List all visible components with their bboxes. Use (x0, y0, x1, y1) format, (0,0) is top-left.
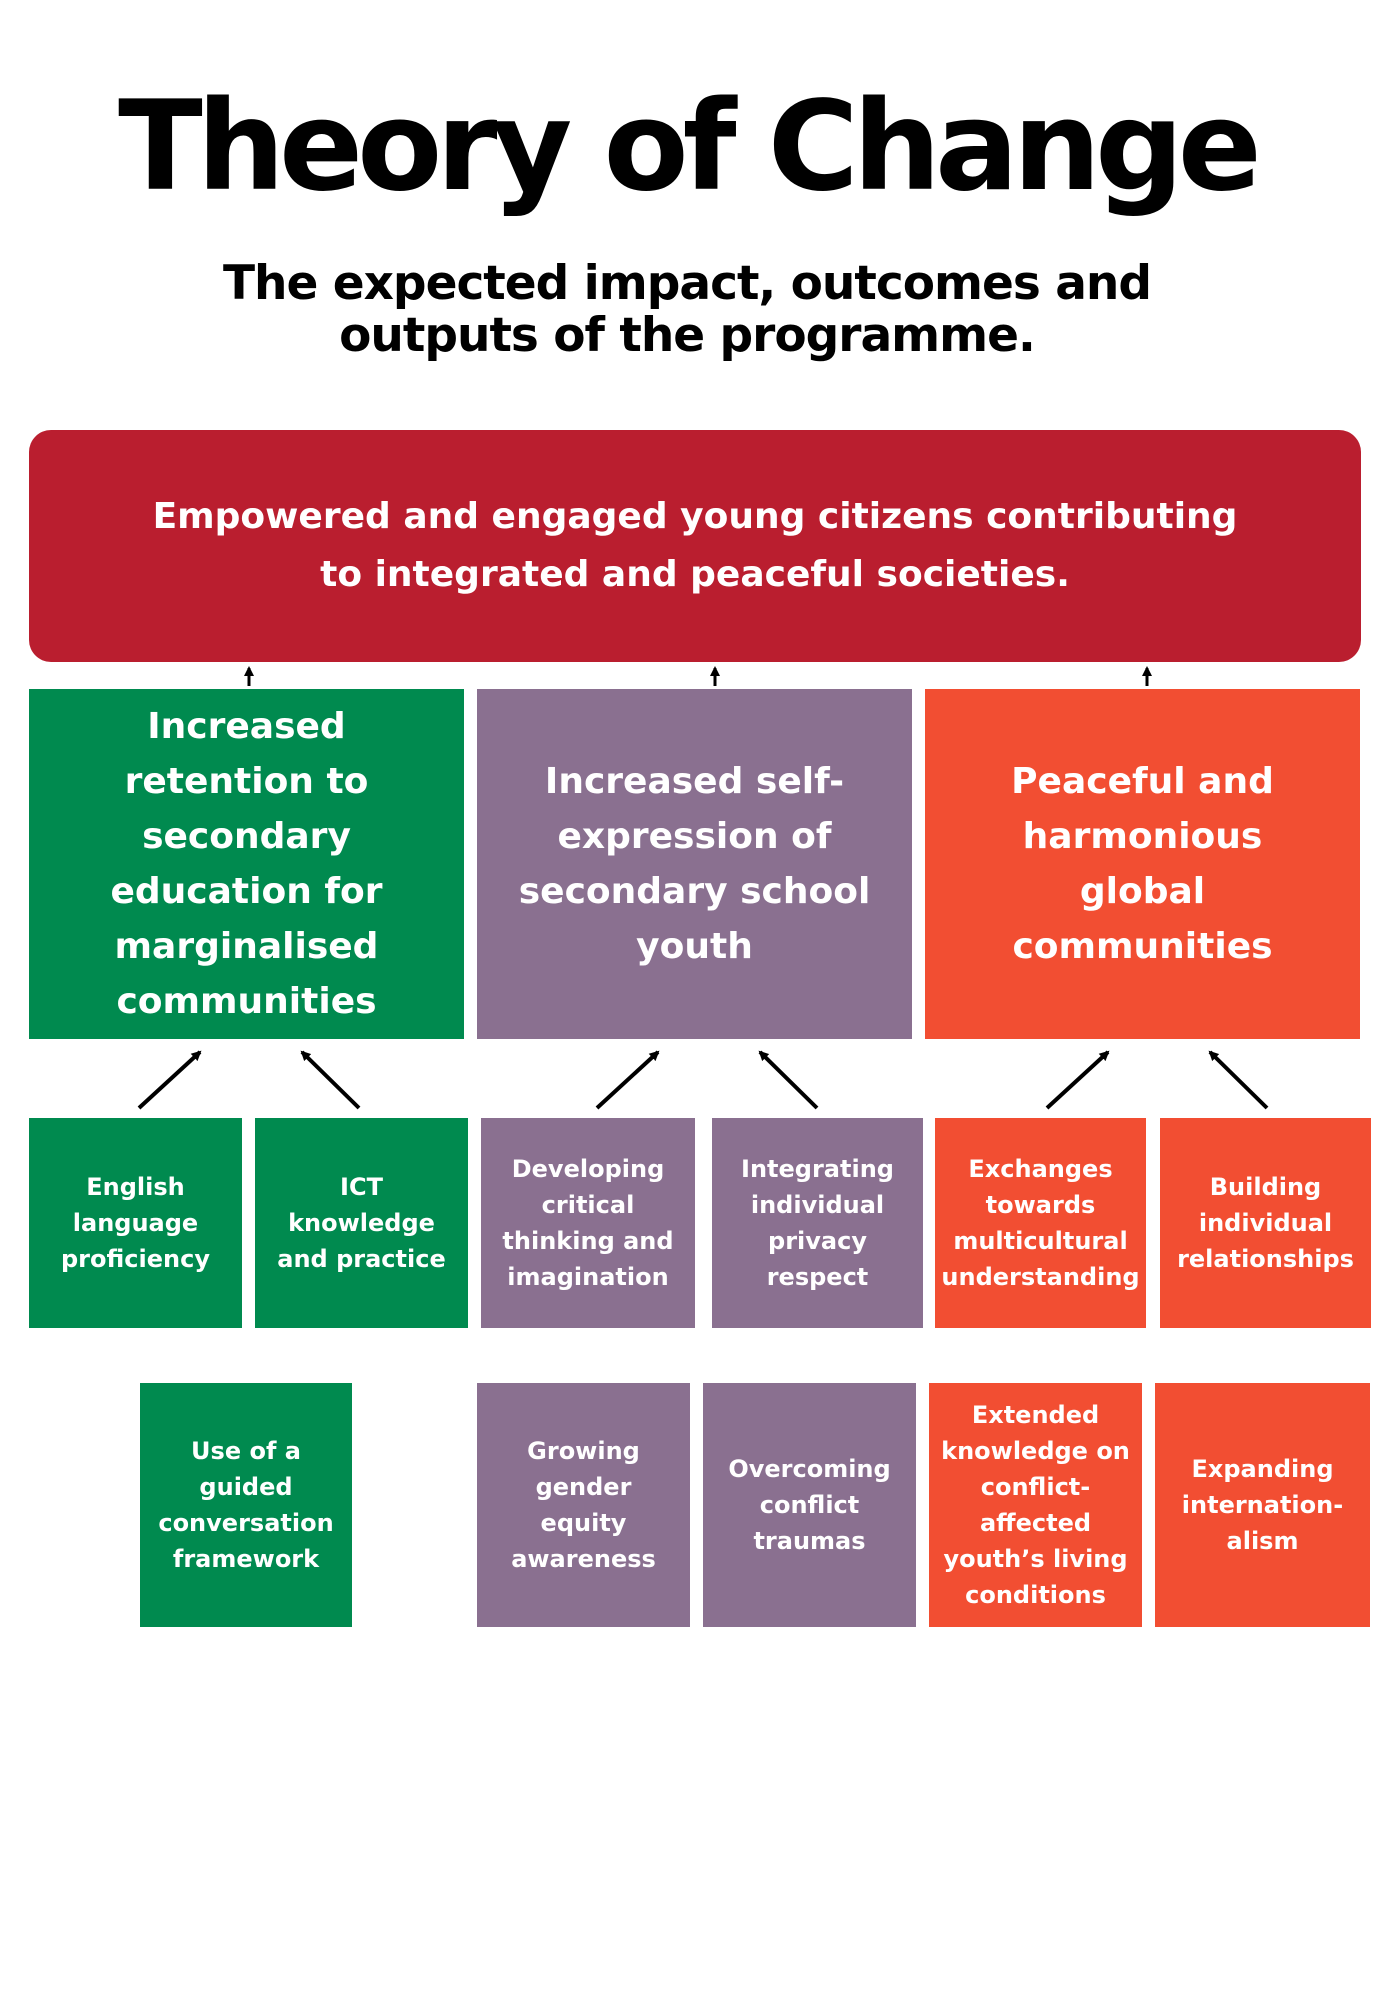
output-critical-thinking: Developing critical thinking and imagina… (481, 1118, 695, 1328)
output-ict-knowledge: ICT knowledge and practice (255, 1118, 468, 1328)
output-privacy-respect: Integrating individual privacy respect (712, 1118, 923, 1328)
arrow-purple-right (758, 1050, 819, 1110)
arrow-green-left (137, 1050, 202, 1110)
arrow-orange-left (1045, 1050, 1110, 1110)
output-individual-relationships: Building individual relationships (1160, 1118, 1371, 1328)
output-gender-equity: Growing gender equity awareness (477, 1383, 690, 1627)
outcome-peaceful-communities-box: Peaceful and harmonious global communiti… (925, 689, 1360, 1039)
subtitle-line-2: outputs of the programme. (339, 308, 1036, 363)
output-conflict-traumas: Overcoming conflict traumas (703, 1383, 916, 1627)
outcome-self-expression-box: Increased self-expression of secondary s… (477, 689, 912, 1039)
output-multicultural-exchanges: Exchanges towards multicultural understa… (935, 1118, 1146, 1328)
output-guided-conversation: Use of a guided conversation framework (140, 1383, 352, 1627)
output-conflict-affected-knowledge: Extended knowledge on conflict-affected … (929, 1383, 1142, 1627)
outcome-retention-box: Increased retention to secondary educati… (29, 689, 464, 1039)
page-title: Theory of Change (118, 75, 1262, 219)
arrow-orange-right (1208, 1050, 1269, 1110)
output-internationalism: Expanding internation-alism (1155, 1383, 1370, 1627)
arrow-green-right (300, 1050, 361, 1110)
subtitle-line-1: The expected impact, outcomes and (222, 256, 1152, 311)
impact-box: Empowered and engaged young citizens con… (29, 430, 1361, 662)
output-english-proficiency: English language proficiency (29, 1118, 242, 1328)
page-subtitle: The expected impact, outcomes and output… (0, 258, 1374, 362)
arrow-purple-left (595, 1050, 660, 1110)
